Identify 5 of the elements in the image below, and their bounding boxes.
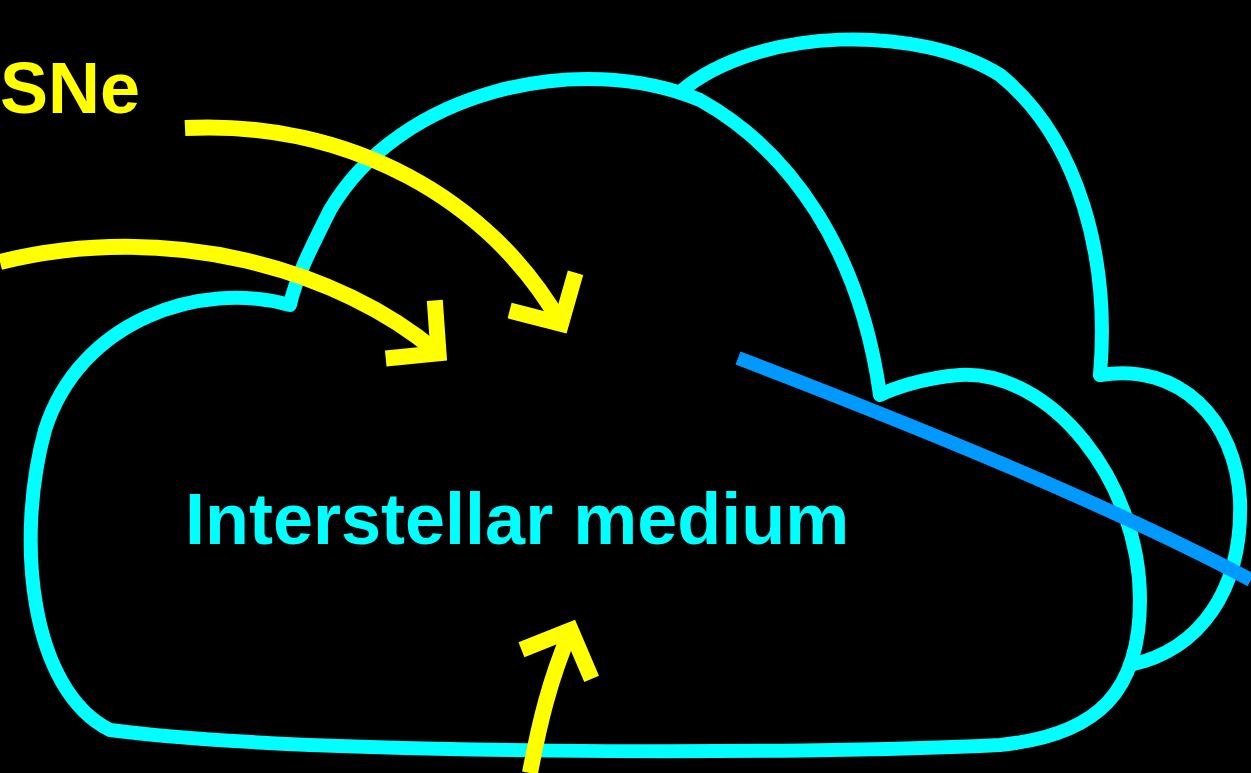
source-label: SNe (0, 48, 141, 128)
cloud-label: Interstellar medium (185, 478, 850, 561)
arrow (0, 238, 447, 369)
line (735, 351, 1251, 587)
arrow (184, 119, 582, 332)
